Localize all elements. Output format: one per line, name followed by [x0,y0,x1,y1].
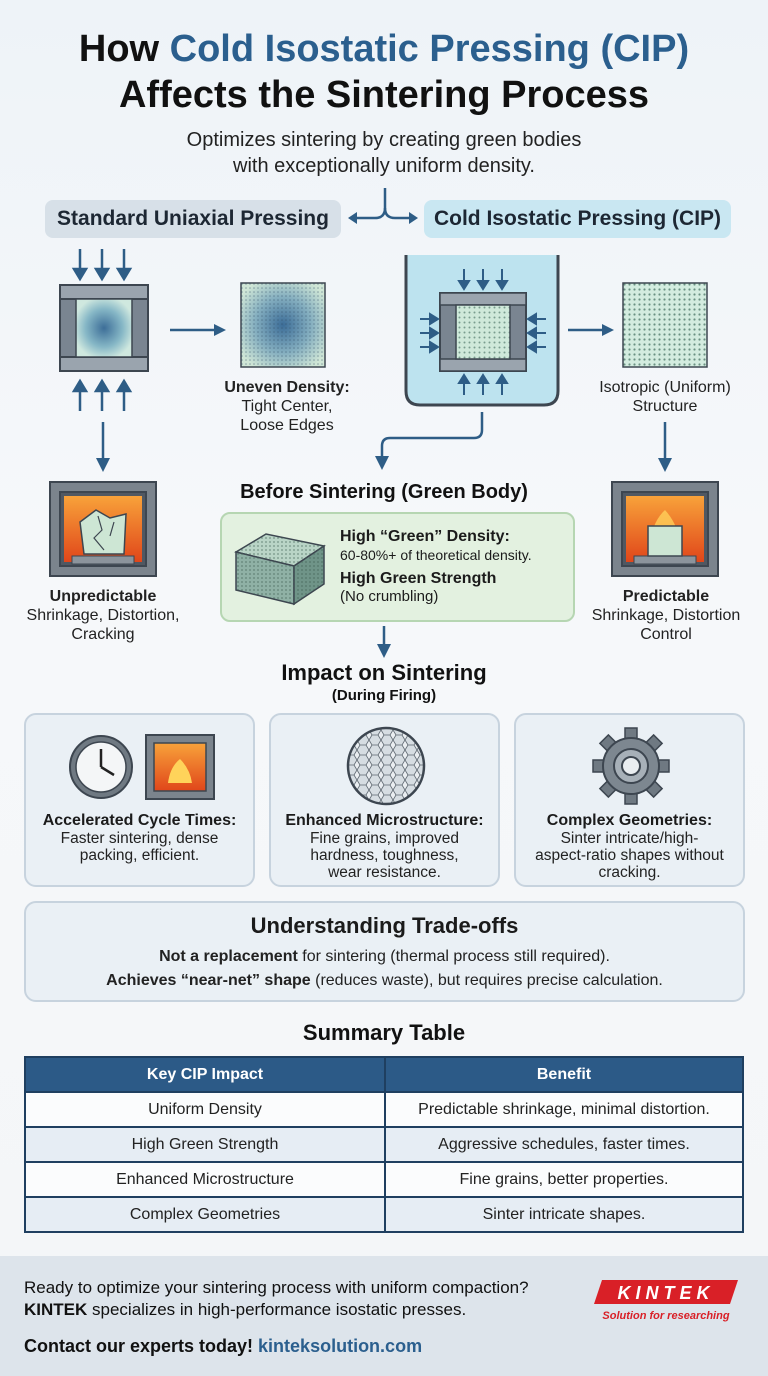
card-text: wear resistance. [328,864,441,881]
tradeoffs-box: Understanding Trade-offs Not a replaceme… [24,901,745,1002]
table-cell: High Green Strength [24,1126,386,1163]
uneven-density-caption: Uneven Density: Tight Center, Loose Edge… [224,379,350,434]
arrow-down-icon [96,422,110,472]
title-prefix: How [78,28,170,70]
card-text: cracking. [598,864,661,881]
strength-title: High Green Strength [340,570,497,587]
website-link[interactable]: kinteksolution.com [258,1336,423,1356]
uniform-structure-caption: Isotropic (Uniform) Structure [599,379,731,415]
impact-card-microstructure: Enhanced Microstructure: Fine grains, im… [269,713,500,887]
card-text: Fine grains, improved [309,830,460,847]
density-text: 60-80%+ of theoretical density. [340,547,532,563]
card-text: packing, efficient. [79,847,200,864]
column-header: Key CIP Impact [24,1056,386,1093]
svg-text:Solution for researching: Solution for researching [602,1310,729,1322]
table-row: High Green Strength Aggressive schedules… [24,1126,744,1163]
furnace-icon [611,481,719,577]
table-cell: Predictable shrinkage, minimal distortio… [384,1091,744,1128]
card-text: Faster sintering, dense [60,830,219,847]
green-body-heading: Before Sintering (Green Body) [240,481,528,503]
summary-table: Key CIP Impact Benefit Uniform Density P… [24,1056,744,1233]
density-title: High “Green” Density: [340,528,510,545]
uneven-density-sample [240,282,326,368]
arrow-down-icon [375,412,484,470]
furnace-cracked-icon [49,481,157,577]
unpredictable-caption: Unpredictable Shrinkage, Distortion, Cra… [26,588,180,643]
title-line2: Affects the Sintering Process [118,74,650,116]
card-title: Enhanced Microstructure: [285,812,484,829]
cta-line1: Ready to optimize your sintering process… [24,1278,529,1297]
tradeoffs-heading: Understanding Trade-offs [250,913,519,938]
subtitle-line1: Optimizes sintering by creating green bo… [186,129,582,151]
table-cell: Uniform Density [24,1091,386,1128]
footer-contact: Contact our experts today! kinteksolutio… [24,1336,423,1356]
uniform-density-sample [622,282,708,368]
arrow-right-icon [170,324,226,336]
clock-furnace-icon [69,734,215,800]
subtitle: Optimizes sintering by creating green bo… [0,127,768,179]
table-cell: Enhanced Microstructure [24,1161,386,1198]
green-body-details: High “Green” Density: 60-80%+ of theoret… [340,528,570,606]
arrow-down-icon [658,422,672,472]
impact-card-cycle-times: Accelerated Cycle Times: Faster sinterin… [24,713,255,887]
card-text: hardness, toughness, [310,847,459,864]
arrow-down-icon [377,626,391,658]
table-cell: Fine grains, better properties. [384,1161,744,1198]
summary-heading: Summary Table [302,1020,466,1045]
kintek-logo: KINTEK Solution for researching [594,1280,738,1322]
arrow-right-icon [568,324,614,336]
uniaxial-press-diagram [59,249,149,411]
footer-cta: Ready to optimize your sintering process… [24,1277,604,1321]
tradeoffs-line1: Not a replacement for sintering (thermal… [159,948,610,965]
card-title: Complex Geometries: [546,812,713,829]
table-cell: Aggressive schedules, faster times. [384,1126,744,1163]
table-cell: Sinter intricate shapes. [384,1196,744,1233]
uniaxial-label: Standard Uniaxial Pressing [45,200,341,238]
gear-icon [592,727,670,805]
subtitle-line2: with exceptionally uniform density. [233,155,535,177]
footer [0,1256,768,1376]
impact-subheading: (During Firing) [331,687,437,704]
table-row: Complex Geometries Sinter intricate shap… [24,1196,744,1233]
predictable-caption: Predictable Shrinkage, Distortion Contro… [591,588,741,643]
cip-label: Cold Isostatic Pressing (CIP) [424,200,731,238]
impact-heading: Impact on Sintering [281,660,487,685]
table-header-row: Key CIP Impact Benefit [24,1056,744,1093]
card-text: Sinter intricate/high- [560,830,699,847]
cip-vessel-diagram [404,255,560,407]
impact-card-geometries: Complex Geometries: Sinter intricate/hig… [514,713,745,887]
svg-text:KINTEK: KINTEK [618,1283,715,1303]
table-row: Enhanced Microstructure Fine grains, bet… [24,1161,744,1198]
card-text: aspect-ratio shapes without [535,847,724,864]
card-title: Accelerated Cycle Times: [42,812,237,829]
tradeoffs-line2: Achieves “near-net” shape (reduces waste… [106,972,663,989]
green-body-cube-icon [234,533,326,606]
microstructure-grains-icon [346,726,426,806]
strength-text: (No crumbling) [340,588,439,605]
cta-line2: KINTEK specializes in high-performance i… [24,1300,467,1319]
table-row: Uniform Density Predictable shrinkage, m… [24,1091,744,1128]
split-arrow-icon [348,188,418,224]
column-header: Benefit [384,1056,744,1093]
title-highlight: Cold Isostatic Pressing (CIP) [169,28,690,70]
table-cell: Complex Geometries [24,1196,386,1233]
page-title: How Cold Isostatic Pressing (CIP) Affect… [0,26,768,118]
